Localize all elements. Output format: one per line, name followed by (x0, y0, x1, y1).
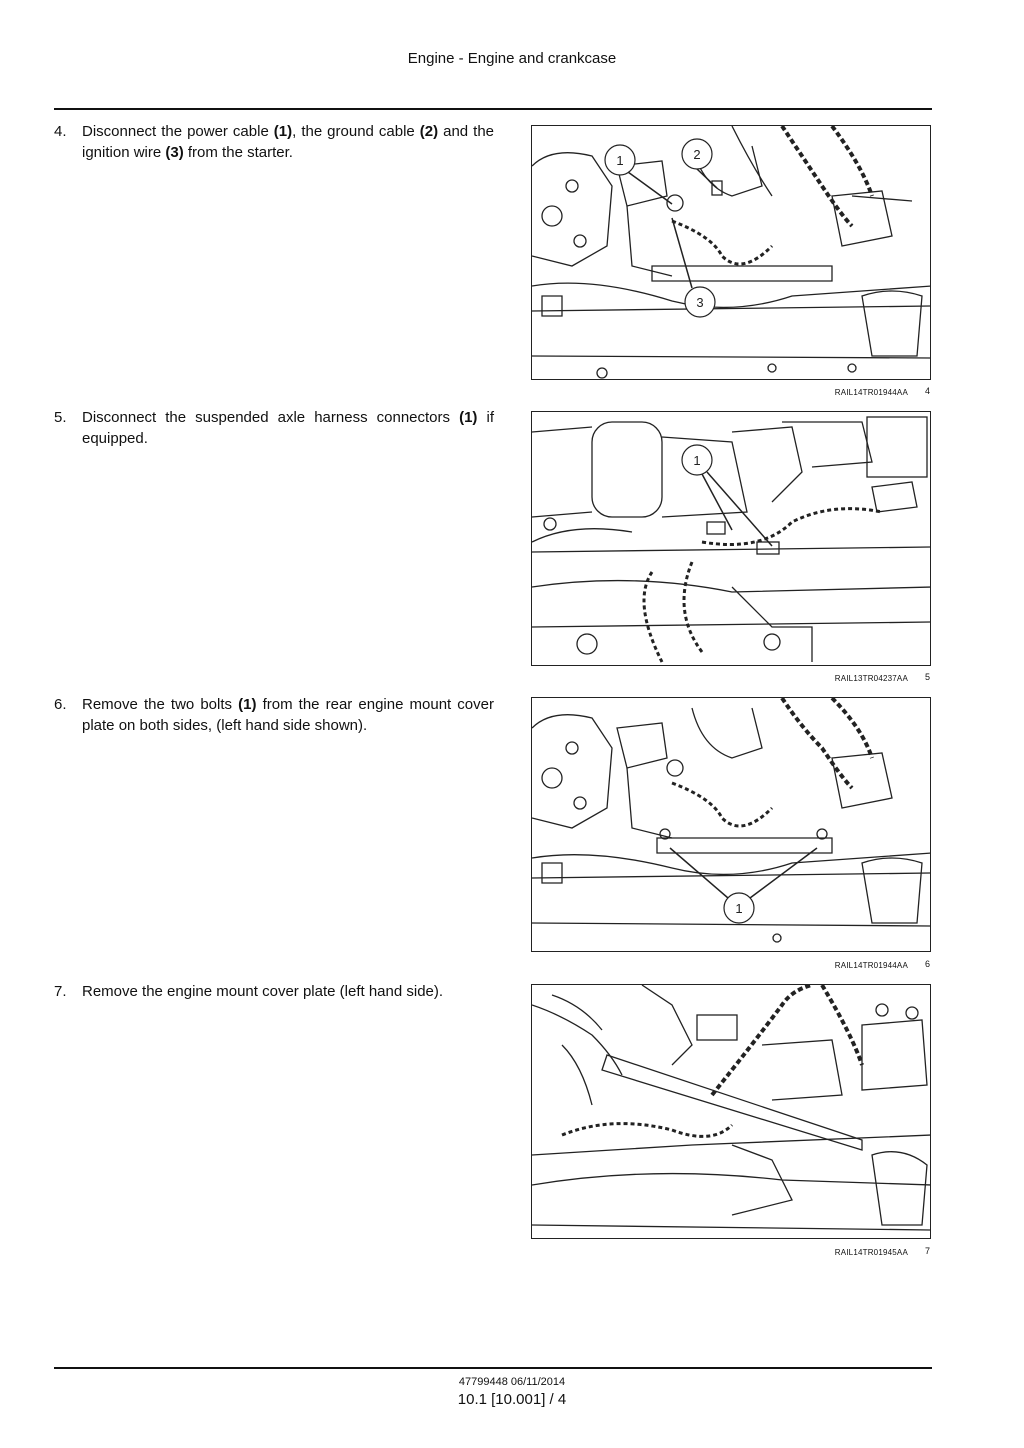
step-text: Disconnect the suspended axle harness co… (82, 409, 495, 447)
figure-number: 6 (925, 959, 931, 969)
step-number: 6. (54, 696, 67, 713)
callout-1: 1 (616, 153, 623, 168)
step-text: Remove the engine mount cover plate (lef… (82, 983, 444, 1000)
figure-number: 4 (925, 386, 931, 396)
document-id: 47799448 06/11/2014 (458, 1376, 566, 1388)
callout-1: 1 (693, 453, 700, 468)
header-rule (54, 108, 932, 110)
step-number: 7. (54, 983, 67, 1000)
callout-1: 1 (735, 901, 742, 916)
figure-number: 7 (925, 1246, 931, 1256)
callout-3: 3 (696, 295, 703, 310)
page-header: Engine - Engine and crankcase (407, 50, 617, 67)
figure-4-starter-cables: 1 2 3 (531, 125, 931, 380)
step-number: 4. (54, 123, 67, 140)
callout-2: 2 (693, 147, 700, 162)
figure-code: RAIL14TR01944AA (834, 388, 908, 397)
step-5: 5. Disconnect the suspended axle harness… (54, 407, 494, 449)
step-number: 5. (54, 409, 67, 426)
figure-number: 5 (925, 672, 931, 682)
figure-5-axle-harness: 1 (531, 411, 931, 666)
figure-code: RAIL14TR01944AA (834, 961, 908, 970)
step-7: 7. Remove the engine mount cover plate (… (54, 981, 494, 1002)
step-text: Disconnect the power cable (1), the grou… (82, 123, 495, 161)
page-number: 10.1 [10.001] / 4 (457, 1391, 567, 1408)
step-4: 4. Disconnect the power cable (1), the g… (54, 121, 494, 163)
footer-rule (54, 1367, 932, 1369)
step-text: Remove the two bolts (1) from the rear e… (82, 696, 494, 734)
step-6: 6. Remove the two bolts (1) from the rea… (54, 694, 494, 736)
figure-6-mount-bolts: 1 (531, 697, 931, 952)
figure-code: RAIL13TR04237AA (834, 674, 908, 683)
figure-code: RAIL14TR01945AA (834, 1248, 908, 1257)
figure-7-cover-plate (531, 984, 931, 1239)
